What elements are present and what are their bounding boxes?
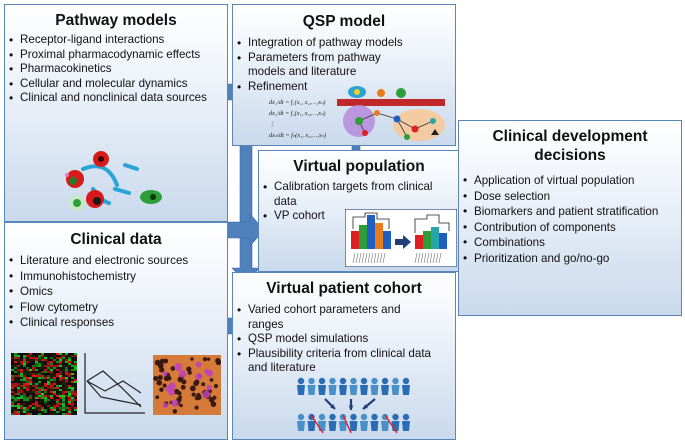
list-item: Prioritization and go/no-go (459, 251, 681, 267)
qsp-model-title: QSP model (302, 13, 386, 30)
list-item: Plausibility criteria from clinical data… (233, 347, 444, 376)
virtual-patient-cohort-title: Virtual patient cohort (266, 280, 422, 297)
list-item: VP cohort (259, 209, 459, 224)
list-item: Refinement (233, 80, 455, 95)
ode-equations: dx₁/dt = f₁(x₁, x₂,…,xₙ) dx₂/dt = f₂(x₁,… (269, 97, 326, 141)
arrow-clinical-to-vp (225, 213, 265, 247)
omics-heatmap-image (11, 353, 77, 415)
pathway-models-title: Pathway models (55, 12, 177, 29)
panel-pathway-models: Pathway models Receptor-ligand interacti… (4, 4, 228, 222)
list-item: Omics (5, 284, 227, 300)
list-item: Dose selection (459, 189, 681, 205)
list-item: Parameters from pathway models and liter… (233, 51, 418, 80)
list-item: Pharmacokinetics (5, 62, 227, 77)
list-item: Biomarkers and patient stratification (459, 204, 681, 220)
list-item: Cellular and molecular dynamics (5, 77, 227, 92)
equation: dx₁/dt = f₁(x₁, x₂,…,xₙ) (269, 99, 326, 106)
list-item: Combinations (459, 235, 681, 251)
equation-ellipsis: ⋮ (269, 121, 276, 128)
list-item: Receptor-ligand interactions (5, 33, 227, 48)
list-item: Literature and electronic sources (5, 253, 227, 269)
clinical-response-plot (84, 353, 145, 414)
list-item: Immunohistochemistry (5, 269, 227, 285)
clinical-data-list: Literature and electronic sources Immuno… (5, 253, 227, 331)
panel-clinical-development-decisions: Clinical development decisions Applicati… (458, 120, 682, 316)
immunohistochemistry-image (153, 355, 221, 415)
vp-calibration-histogram (345, 209, 457, 267)
arrow-pathway-down (231, 143, 261, 283)
qsp-model-list: Integration of pathway models Parameters… (233, 36, 455, 94)
mechanistic-network-illustration (337, 86, 445, 141)
patient-cohort-illustration (297, 377, 410, 434)
clinical-data-title: Clinical data (70, 231, 162, 248)
panel-virtual-population: Virtual population Calibration targets f… (258, 150, 460, 272)
equation: dxₙ/dt = fₙ(x₁, x₂,…,xₙ) (269, 132, 327, 139)
panel-qsp-model: QSP model Integration of pathway models … (232, 4, 456, 146)
virtual-population-title: Virtual population (293, 158, 425, 175)
list-item: Flow cytometry (5, 300, 227, 316)
list-item: Varied cohort parameters and ranges (233, 303, 438, 332)
cell-interaction-illustration (65, 151, 162, 211)
list-item: Clinical responses (5, 315, 227, 331)
list-item: Application of virtual population (459, 173, 681, 189)
list-item: Calibration targets from clinical data (259, 180, 434, 209)
clinical-development-decisions-title: Clinical development decisions (492, 128, 648, 164)
equation: dx₂/dt = f₂(x₁, x₂,…,xₙ) (269, 110, 326, 117)
list-item: Proximal pharmacodynamic effects (5, 48, 227, 63)
panel-clinical-data: Clinical data Literature and electronic … (4, 222, 228, 440)
list-item: Contribution of components (459, 220, 681, 236)
pathway-models-list: Receptor-ligand interactions Proximal ph… (5, 33, 227, 106)
list-item: Integration of pathway models (233, 36, 455, 51)
list-item: Clinical and nonclinical data sources (5, 91, 227, 106)
virtual-population-list: Calibration targets from clinical data V… (259, 180, 459, 224)
list-item: QSP model simulations (233, 332, 455, 347)
panel-virtual-patient-cohort: Virtual patient cohort Varied cohort par… (232, 272, 456, 440)
clinical-development-decisions-list: Application of virtual population Dose s… (459, 173, 681, 267)
virtual-patient-cohort-list: Varied cohort parameters and ranges QSP … (233, 303, 455, 376)
